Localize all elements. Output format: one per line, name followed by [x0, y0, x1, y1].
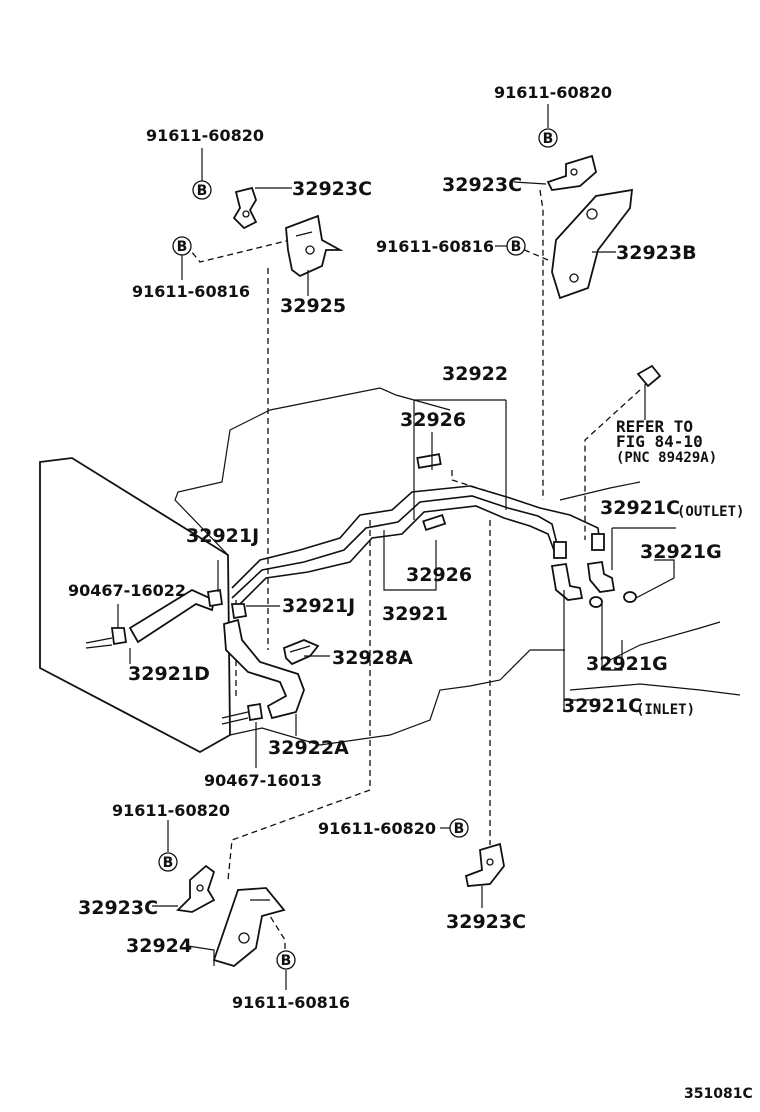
part-label[interactable]: 32921G: [640, 541, 722, 563]
fitting-32921c-outlet[interactable]: [586, 533, 616, 593]
svg-text:B: B: [163, 855, 174, 871]
refer-part-89429a[interactable]: [636, 364, 662, 388]
bracket-32923b[interactable]: [551, 188, 634, 300]
outlet-note: (OUTLET): [677, 504, 744, 520]
bracket-32923c-bottom-left[interactable]: [176, 864, 216, 913]
part-label[interactable]: 32923C: [442, 174, 522, 196]
leader-lines: [117, 104, 676, 990]
bracket-32923c-top-left[interactable]: [232, 186, 258, 230]
part-label[interactable]: 32923C: [78, 897, 158, 919]
b-marker[interactable]: B: [449, 818, 469, 838]
svg-text:B: B: [511, 239, 522, 255]
part-label[interactable]: 32921C: [562, 695, 642, 717]
refer-note-line3: (PNC 89429A): [616, 450, 717, 466]
fitting-32921c-inlet[interactable]: [550, 541, 584, 601]
part-label[interactable]: 32921C: [600, 497, 680, 519]
clamp-32921j-upper[interactable]: [206, 588, 224, 608]
bracket-32924[interactable]: [212, 887, 286, 967]
part-label[interactable]: 91611-60816: [232, 993, 350, 1012]
sleeve-32926-lower[interactable]: [422, 513, 447, 531]
part-label[interactable]: 32921J: [186, 525, 259, 547]
part-label[interactable]: 91611-60820: [494, 83, 612, 102]
part-label[interactable]: 32921J: [282, 595, 355, 617]
part-label[interactable]: 32921: [382, 603, 448, 625]
part-label[interactable]: 32921D: [128, 663, 210, 685]
transmission-outline: [39, 387, 741, 754]
b-marker[interactable]: B: [192, 180, 212, 200]
svg-text:B: B: [177, 239, 188, 255]
clamp-90467-16022[interactable]: [85, 627, 128, 649]
b-marker[interactable]: B: [172, 236, 192, 256]
refer-note-line1: REFER TO: [616, 417, 693, 436]
refer-note-line2: FIG 84-10: [616, 432, 703, 451]
svg-text:B: B: [543, 131, 554, 147]
sleeve-32926-upper[interactable]: [416, 453, 442, 469]
bracket-32923c-top-right[interactable]: [546, 154, 598, 191]
part-labels: 91611-60820 32923C 91611-60816 32925 916…: [68, 83, 753, 1102]
part-label[interactable]: 32922A: [268, 737, 349, 759]
clamp-90467-16013[interactable]: [221, 702, 264, 725]
oring-32921g[interactable]: [589, 591, 637, 608]
brake-pipes: [231, 485, 601, 607]
part-label[interactable]: 91611-60816: [376, 237, 494, 256]
part-label[interactable]: 91611-60820: [318, 819, 436, 838]
hose-32921d[interactable]: [128, 588, 216, 644]
part-label[interactable]: 32922: [442, 363, 508, 385]
inlet-note: (INLET): [636, 702, 695, 718]
part-label[interactable]: 32926: [406, 564, 472, 586]
part-label[interactable]: 90467-16013: [204, 771, 322, 790]
part-label[interactable]: 91611-60820: [112, 801, 230, 820]
svg-text:B: B: [281, 953, 292, 969]
part-label[interactable]: 32921G: [586, 653, 668, 675]
clip-32928a[interactable]: [282, 639, 320, 666]
clamp-32921j-lower[interactable]: [230, 603, 248, 620]
part-label[interactable]: 32926: [400, 409, 466, 431]
bolt-b-markers: B B B B B B B: [158, 128, 558, 970]
bracket-32923c-bottom-center[interactable]: [464, 842, 505, 887]
svg-text:B: B: [454, 821, 465, 837]
part-label[interactable]: 32928A: [332, 647, 413, 669]
hose-32922a[interactable]: [223, 618, 305, 720]
part-label[interactable]: 32923B: [616, 242, 697, 264]
b-marker[interactable]: B: [158, 852, 178, 872]
part-label[interactable]: 32923C: [292, 178, 372, 200]
b-marker[interactable]: B: [276, 950, 296, 970]
part-label[interactable]: 91611-60820: [146, 126, 264, 145]
b-marker[interactable]: B: [538, 128, 558, 148]
b-marker[interactable]: B: [506, 236, 526, 256]
part-label[interactable]: 90467-16022: [68, 581, 186, 600]
bracket-32925[interactable]: [285, 214, 344, 278]
part-label[interactable]: 32924: [126, 935, 192, 957]
svg-text:B: B: [197, 183, 208, 199]
part-label[interactable]: 32925: [280, 295, 346, 317]
part-label[interactable]: 32923C: [446, 911, 526, 933]
diagram-reference-code: 351081C: [684, 1086, 753, 1102]
part-label[interactable]: 91611-60816: [132, 282, 250, 301]
